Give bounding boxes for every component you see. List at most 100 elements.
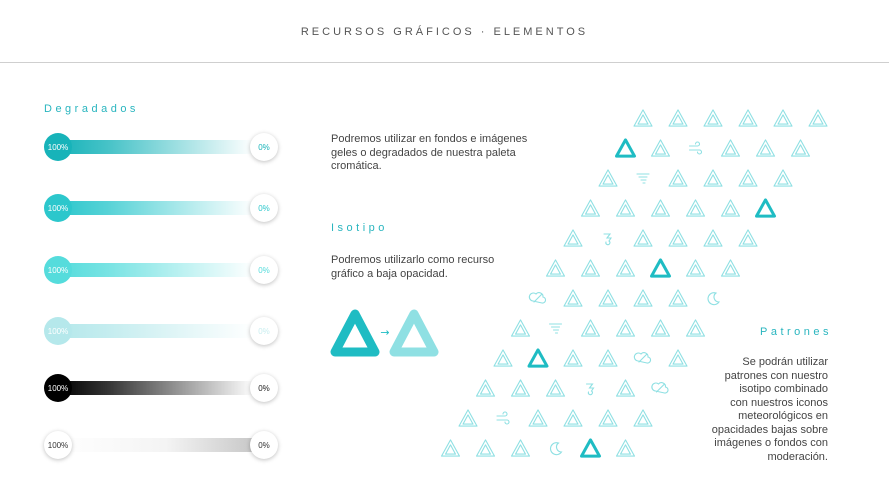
isotipo-pattern-mark [615, 439, 636, 457]
isotipo-pattern-mark [668, 109, 688, 127]
patrones-title: Patrones [760, 326, 833, 338]
isotipo-pattern-mark [738, 169, 758, 187]
isotipo-pattern-mark [755, 198, 776, 218]
isotipo-pattern-mark [668, 349, 688, 367]
isotipo-pattern-mark [598, 169, 618, 187]
isotipo-pattern-mark [598, 409, 618, 427]
gradient-start-knob: 100% [44, 317, 72, 345]
patrones-description: Se podrán utilizar patrones con nuestro … [712, 356, 828, 464]
isotipo-pattern-mark [650, 199, 671, 217]
degradados-description: Podremos utilizar en fondos e imágenes g… [331, 133, 527, 174]
gradient-end-knob: 0% [250, 374, 278, 402]
gradient-end-knob: 0% [250, 256, 278, 284]
gradient-bar [58, 201, 254, 215]
gradient-row: 100% 0% [44, 256, 280, 284]
isotipo-solid-logo [330, 309, 380, 357]
isotipo-pattern-mark [563, 289, 583, 307]
isotipo-pattern-mark [458, 409, 478, 427]
cloud-icon [528, 292, 547, 304]
isotipo-pattern-mark [808, 109, 828, 127]
patrones-line: moderación. [767, 450, 828, 463]
isotipo-pattern-mark [615, 319, 636, 337]
degradados-line: cromática. [331, 160, 382, 172]
isotipo-pattern-mark [703, 169, 723, 187]
isotipo-pattern-mark [475, 379, 496, 397]
isotipo-pattern-mark [510, 319, 531, 337]
gradient-start-knob: 100% [44, 194, 72, 222]
isotipo-pattern-mark [720, 139, 741, 157]
isotipo-pattern-mark [615, 259, 636, 277]
gradient-bar [58, 324, 254, 338]
gradient-bar [58, 140, 254, 154]
isotipo-pattern-mark [668, 289, 688, 307]
gradient-start-knob: 100% [44, 256, 72, 284]
gradient-end-knob: 0% [250, 431, 278, 459]
isotipo-pattern-mark [580, 438, 601, 458]
isotipo-pattern-mark [633, 289, 653, 307]
wind-icon [688, 141, 703, 155]
gradient-row: 100%0% [44, 194, 280, 222]
isotipo-line: gráfico a baja opacidad. [331, 267, 448, 280]
gradient-start-knob: 100% [44, 133, 72, 161]
isotipo-title: Isotipo [331, 222, 388, 234]
isotipo-pattern-mark [773, 109, 793, 127]
isotipo-pattern-mark [703, 109, 723, 127]
isotipo-pattern-mark [790, 139, 811, 157]
isotipo-line: Podremos utilizarlo como recurso [331, 254, 495, 266]
isotipo-pattern-mark [738, 229, 758, 247]
header-bar: RECURSOS GRÁFICOS · ELEMENTOS [0, 0, 889, 63]
isotipo-pattern-mark [650, 319, 671, 337]
isotipo-pattern-mark [598, 289, 618, 307]
patrones-line: opacidades bajas sobre [711, 423, 828, 436]
moon-icon [549, 442, 563, 456]
isotipo-pattern-mark [668, 229, 688, 247]
gradient-end-knob: 0% [250, 133, 278, 161]
isotipo-pattern-mark [580, 199, 601, 217]
isotipo-pattern-mark [563, 349, 583, 367]
isotipo-pattern-mark [510, 439, 531, 457]
isotipo-logos: → [330, 309, 439, 357]
isotipo-pattern-mark [528, 409, 548, 427]
isotipo-pattern-mark [563, 409, 583, 427]
isotipo-light-logo [389, 309, 439, 357]
isotipo-pattern-mark [633, 409, 653, 427]
isotipo-pattern-mark [685, 259, 706, 277]
gradient-row: 100% 0% [44, 133, 280, 161]
patrones-line: Se podrán utilizar [742, 356, 828, 368]
patrones-line: imágenes o fondos con [714, 437, 828, 449]
isotipo-pattern-mark [615, 138, 636, 158]
gradient-end-knob: 0% [250, 317, 278, 345]
hook-icon [585, 383, 595, 396]
isotipo-pattern-mark [738, 109, 758, 127]
gradient-start-knob: 100% [44, 431, 72, 459]
gradient-row: 100% 0% [44, 317, 280, 345]
arrow-icon: → [380, 326, 389, 339]
isotipo-pattern-mark [580, 259, 601, 277]
isotipo-pattern-mark [720, 199, 741, 217]
isotipo-pattern-mark [563, 229, 583, 247]
gradient-row: 100% 0% [44, 374, 280, 402]
isotipo-pattern-mark [633, 229, 653, 247]
hook-icon [603, 233, 613, 246]
page-title: RECURSOS GRÁFICOS · ELEMENTOS [300, 26, 589, 38]
isotipo-pattern-mark [755, 139, 776, 157]
isotipo-pattern-mark [685, 319, 706, 337]
degradados-title: Degradados [44, 103, 139, 115]
gradient-row: 100% 0% [44, 431, 280, 459]
gradient-bar [58, 381, 254, 395]
cloud-icon [633, 352, 652, 364]
patrones-line: con nuestros iconos [730, 396, 828, 409]
isotipo-pattern-mark [703, 229, 723, 247]
moon-icon [707, 292, 721, 306]
isotipo-pattern-mark [650, 139, 671, 157]
isotipo-pattern-mark [650, 258, 671, 278]
isotipo-pattern-mark [475, 439, 496, 457]
patrones-line: patrones con nuestro [724, 369, 828, 382]
cloud-icon [651, 382, 669, 394]
gradient-start-knob: 100% [44, 374, 72, 402]
isotipo-pattern-mark [527, 348, 549, 368]
isotipo-pattern-mark [545, 379, 566, 397]
isotipo-pattern-mark [580, 319, 601, 337]
isotipo-description: Podremos utilizarlo como recurso gráfico… [331, 254, 494, 281]
